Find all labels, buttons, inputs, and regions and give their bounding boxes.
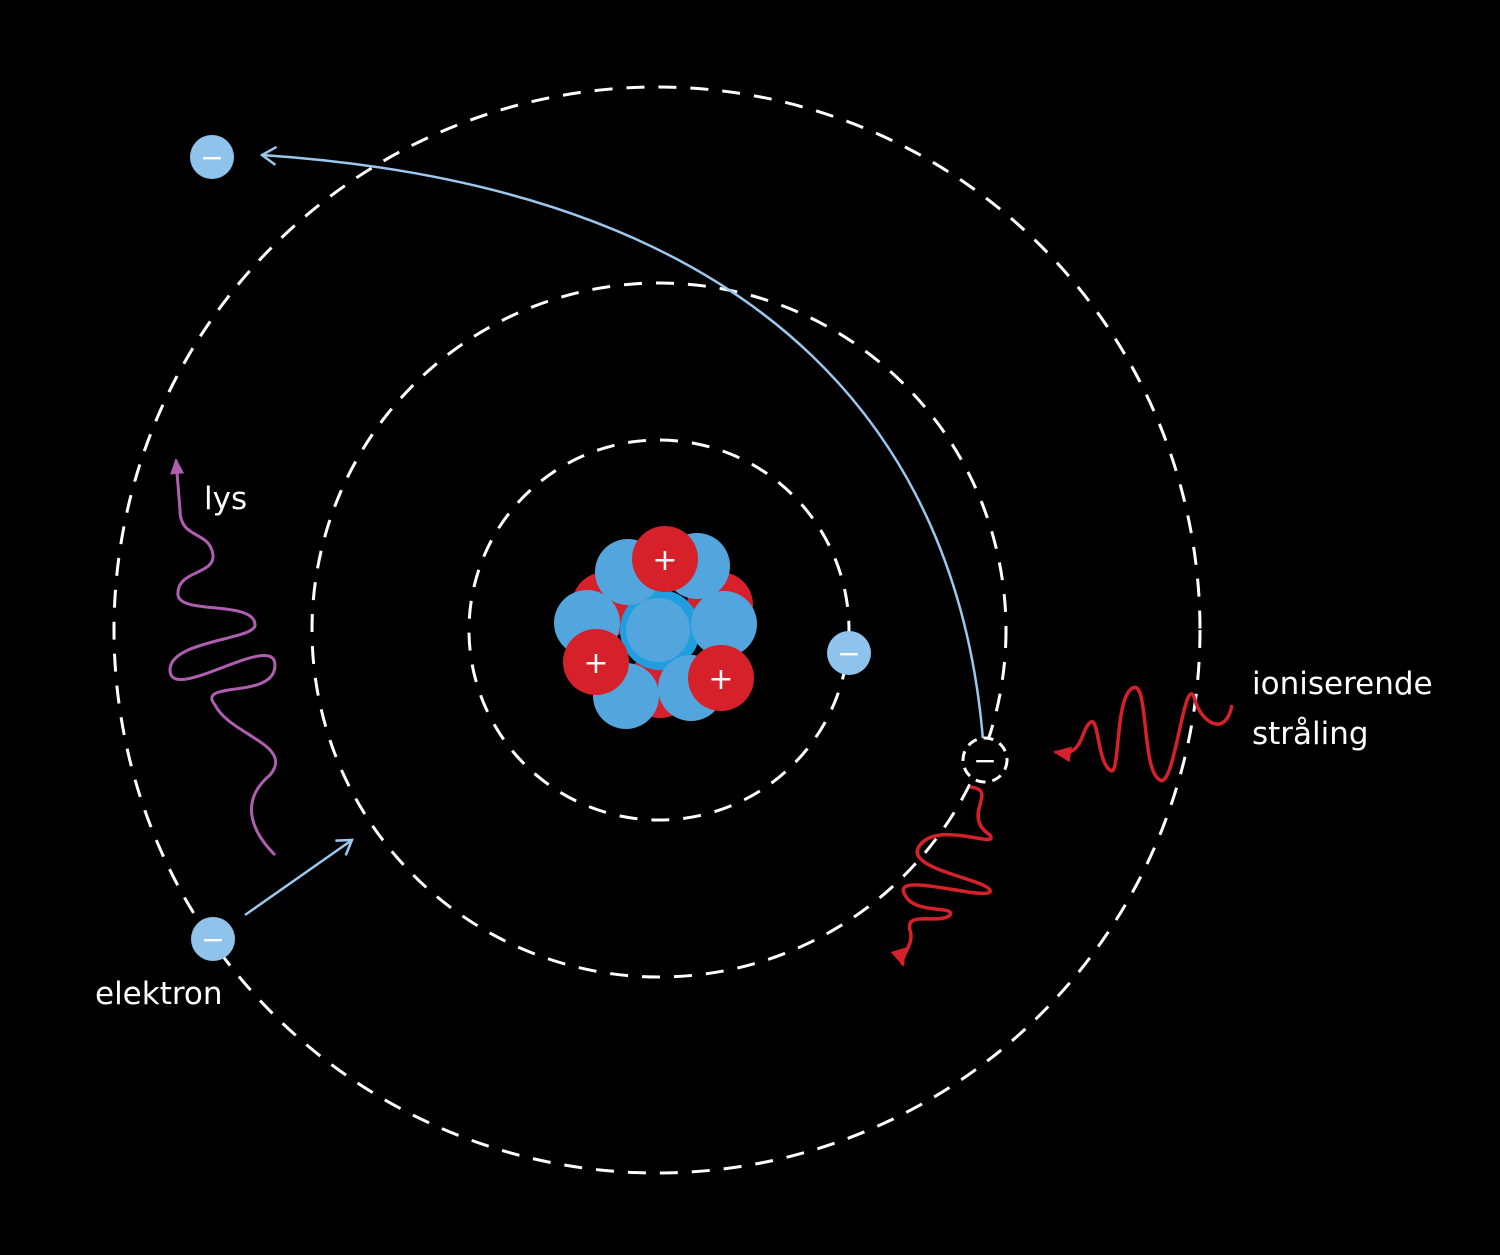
outer-orbit (112, 85, 1202, 1175)
ionizing-radiation-label-2: stråling (1252, 716, 1369, 752)
svg-text:−: − (973, 744, 996, 777)
proton-sign: + (708, 662, 733, 697)
electron-jump-arrow (244, 840, 352, 917)
proton (563, 629, 629, 695)
light-wave (168, 458, 278, 857)
scattered-radiation-wave (890, 785, 993, 967)
neutron (691, 591, 757, 657)
proton-sign: + (583, 646, 608, 681)
light-label: lys (204, 481, 248, 517)
electron-ejected: − (190, 135, 234, 179)
ionizing-radiation-label-1: ioniserende (1252, 666, 1433, 702)
electron-label: elektron (95, 976, 223, 1012)
proton (688, 645, 754, 711)
proton (632, 526, 698, 592)
svg-text:−: − (201, 923, 224, 956)
neutron (626, 598, 690, 662)
incoming-radiation-wave (1053, 685, 1234, 782)
nucleus (554, 526, 757, 729)
ejected-electron-path (262, 155, 985, 741)
electron-outer-orbit: − (191, 917, 235, 961)
electron-inner-orbit: − (827, 631, 871, 675)
svg-text:−: − (200, 141, 223, 174)
inner-orbit (467, 438, 851, 822)
middle-orbit (310, 281, 1008, 979)
proton-sign: + (652, 543, 677, 578)
electron-vacancy: − (961, 736, 1009, 784)
svg-text:−: − (837, 637, 860, 670)
